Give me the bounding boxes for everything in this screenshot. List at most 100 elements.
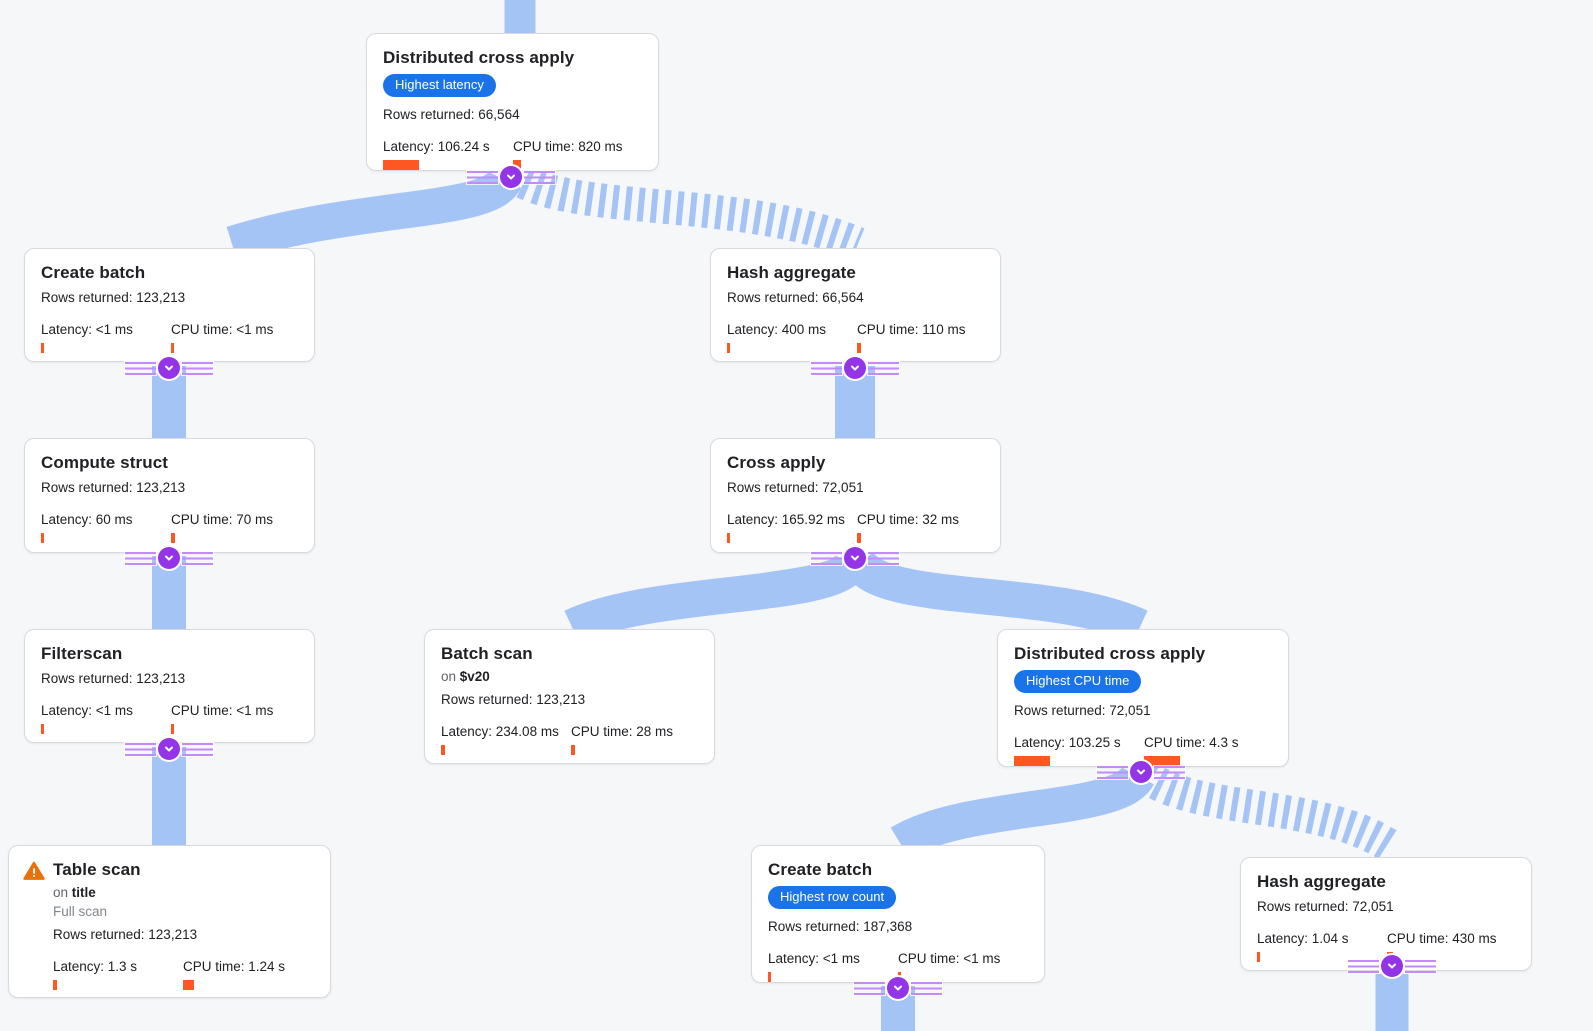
collapse-lines-left: [125, 361, 156, 375]
edge-cross-apply-to-dca: [842, 550, 1148, 644]
full-scan-note: Full scan: [53, 904, 108, 919]
plan-node-hash-aggregate-bottom[interactable]: Hash aggregate Rows returned: 72,051 Lat…: [1240, 857, 1532, 971]
latency-label: Latency: 1.3 s: [53, 959, 138, 974]
cpu-time-label: CPU time: 70 ms: [171, 512, 274, 527]
latency-bar: [441, 745, 445, 755]
chevron-down-icon: [500, 166, 522, 188]
expand-collapse-button[interactable]: [811, 357, 899, 379]
chevron-down-icon: [158, 357, 180, 379]
latency-label: Latency: 60 ms: [41, 512, 133, 527]
latency-bar: [727, 533, 730, 543]
plan-node-distributed-cross-apply[interactable]: Distributed cross apply Highest CPU time…: [997, 629, 1289, 767]
cpu-time-bar: [171, 724, 174, 734]
rows-returned: Rows returned: 66,564: [383, 107, 520, 122]
latency-bar: [41, 533, 44, 543]
node-title: Cross apply: [727, 453, 826, 472]
node-title: Hash aggregate: [1257, 872, 1386, 891]
latency-label: Latency: <1 ms: [768, 951, 860, 966]
chevron-down-icon: [1130, 761, 1152, 783]
node-title: Filterscan: [41, 644, 123, 663]
node-title: Distributed cross apply: [383, 48, 575, 67]
collapse-lines-left: [125, 551, 156, 565]
expand-collapse-button[interactable]: [811, 547, 899, 569]
cpu-time-bar: [513, 160, 521, 170]
plan-node-hash-aggregate[interactable]: Hash aggregate Rows returned: 66,564 Lat…: [710, 248, 1001, 362]
cpu-time-bar: [171, 343, 174, 353]
expand-collapse-button[interactable]: [125, 738, 213, 760]
collapse-lines-right: [868, 551, 899, 565]
latency-bar: [727, 343, 730, 353]
cpu-time-bar: [571, 745, 575, 755]
cpu-time-bar: [171, 533, 175, 543]
expand-collapse-button[interactable]: [1348, 955, 1436, 977]
node-title: Compute struct: [41, 453, 169, 472]
plan-node-table-scan[interactable]: Table scan on title Full scan Rows retur…: [8, 845, 331, 998]
plan-node-compute-struct[interactable]: Compute struct Rows returned: 123,213 La…: [24, 438, 315, 553]
plan-node-distributed-cross-apply-root[interactable]: Distributed cross apply Highest latency …: [366, 33, 659, 171]
rows-returned: Rows returned: 187,368: [768, 919, 913, 934]
highest-row-count-badge: Highest row count: [768, 886, 897, 909]
latency-bar: [768, 972, 771, 982]
edge-dca-to-create-batch: [890, 765, 1154, 859]
cpu-time-label: CPU time: 820 ms: [513, 139, 623, 154]
collapse-lines-right: [911, 981, 942, 995]
latency-label: Latency: 1.04 s: [1257, 931, 1349, 946]
latency-label: Latency: 103.25 s: [1014, 735, 1121, 750]
latency-label: Latency: <1 ms: [41, 703, 133, 718]
expand-collapse-button[interactable]: [467, 166, 555, 188]
rows-returned: Rows returned: 72,051: [1257, 899, 1394, 914]
rows-returned: Rows returned: 123,213: [41, 290, 186, 305]
edge-root-to-create-batch: [226, 169, 522, 262]
cpu-time-bar: [857, 533, 861, 543]
edge-root-to-hash-aggregate: [516, 166, 865, 260]
rows-returned: Rows returned: 123,213: [441, 692, 586, 707]
rows-returned: Rows returned: 72,051: [727, 480, 864, 495]
plan-node-create-batch[interactable]: Create batch Rows returned: 123,213 Late…: [24, 248, 315, 362]
scan-target: on $v20: [441, 669, 490, 684]
expand-collapse-button[interactable]: [854, 977, 942, 999]
plan-node-create-batch-bottom[interactable]: Create batch Highest row count Rows retu…: [751, 845, 1045, 983]
collapse-lines-left: [854, 981, 885, 995]
node-title: Table scan: [53, 860, 141, 879]
rows-returned: Rows returned: 123,213: [53, 927, 198, 942]
node-title: Create batch: [768, 860, 873, 879]
latency-bar: [53, 980, 57, 990]
collapse-lines-left: [1348, 959, 1379, 973]
rows-returned: Rows returned: 72,051: [1014, 703, 1151, 718]
plan-node-batch-scan[interactable]: Batch scan on $v20 Rows returned: 123,21…: [424, 629, 715, 764]
cpu-time-label: CPU time: 1.24 s: [183, 959, 286, 974]
chevron-down-icon: [844, 357, 866, 379]
latency-label: Latency: 106.24 s: [383, 139, 490, 154]
collapse-lines-right: [1154, 765, 1185, 779]
collapse-lines-right: [868, 361, 899, 375]
expand-collapse-button[interactable]: [125, 547, 213, 569]
cpu-time-bar: [857, 343, 861, 353]
cpu-time-label: CPU time: <1 ms: [171, 322, 274, 337]
expand-collapse-button[interactable]: [125, 357, 213, 379]
collapse-lines-right: [1405, 959, 1436, 973]
latency-bar: [41, 724, 44, 734]
scan-target: on title: [53, 885, 96, 900]
warning-icon: [23, 861, 45, 886]
collapse-lines-right: [524, 170, 555, 184]
rows-returned: Rows returned: 123,213: [41, 671, 186, 686]
highest-latency-badge: Highest latency: [383, 74, 496, 97]
collapse-lines-left: [811, 361, 842, 375]
cpu-time-label: CPU time: <1 ms: [898, 951, 1001, 966]
plan-node-cross-apply[interactable]: Cross apply Rows returned: 72,051 Latenc…: [710, 438, 1001, 553]
plan-node-filterscan[interactable]: Filterscan Rows returned: 123,213 Latenc…: [24, 629, 315, 743]
latency-bar: [1014, 756, 1050, 766]
node-title: Create batch: [41, 263, 146, 282]
chevron-down-icon: [158, 547, 180, 569]
highest-cpu-time-badge: Highest CPU time: [1014, 670, 1142, 693]
chevron-down-icon: [844, 547, 866, 569]
cpu-time-label: CPU time: 430 ms: [1387, 931, 1497, 946]
rows-returned: Rows returned: 66,564: [727, 290, 864, 305]
cpu-time-label: CPU time: <1 ms: [171, 703, 274, 718]
edge-cross-apply-to-batch-scan: [564, 552, 869, 644]
expand-collapse-button[interactable]: [1097, 761, 1185, 783]
collapse-lines-left: [811, 551, 842, 565]
node-title: Distributed cross apply: [1014, 644, 1206, 663]
chevron-down-icon: [158, 738, 180, 760]
